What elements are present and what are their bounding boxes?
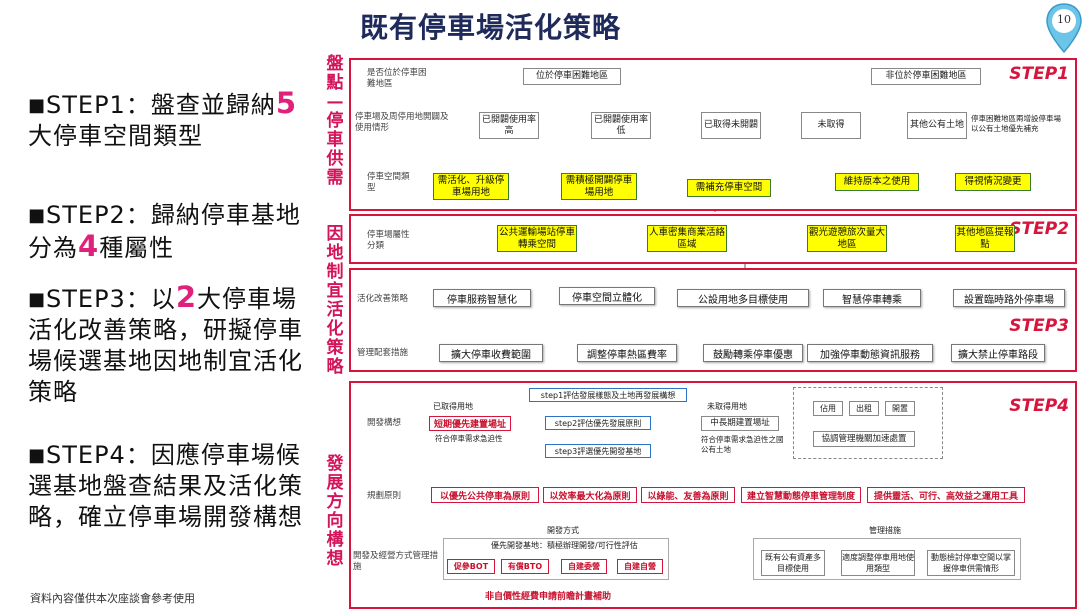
strategy-vertical: 停車空間立體化 xyxy=(559,287,655,305)
measure-no-parking: 擴大禁止停車路段 xyxy=(951,344,1045,362)
row-label-strategy: 活化改善策略 xyxy=(357,294,409,304)
dev-method-subtitle: 優先開發基地：積極辦理開發/可行性評估 xyxy=(491,541,638,550)
type-change: 得視情況變更 xyxy=(955,173,1031,191)
measure-info-service: 加強停車動態資訊服務 xyxy=(807,344,933,362)
step3-number: 2 xyxy=(175,280,198,314)
step1-prefix: STEP1：盤查並歸納 xyxy=(46,91,276,119)
dev-bot: 促參BOT xyxy=(447,559,495,574)
acquired-land-label: 已取得用地 xyxy=(433,402,473,411)
measure-transfer-discount: 鼓勵轉乘停車優惠 xyxy=(703,344,803,362)
principle-green: 以綠能、友善為原則 xyxy=(641,487,735,503)
row-label-type: 停車空間類型 xyxy=(367,172,410,193)
step3-text: ■STEP3：以2大停車場活化改善策略，研擬停車場候選基地因地制宜活化策略 xyxy=(28,280,303,407)
step4-prefix: STEP4：因應停車場候選基地盤查結果及活化策略，確立停車場開發構想 xyxy=(28,441,303,531)
principle-flexible-tools: 提供靈活、可行、高效益之運用工具 xyxy=(867,487,1025,503)
row-label-status: 停車場及周停用地開闢及使用情形 xyxy=(355,112,449,133)
step4-label: STEP4 xyxy=(1009,396,1069,416)
in-difficult-area-box: 位於停車困難地區 xyxy=(523,68,621,85)
row-label-attribute: 停車場屬性分類 xyxy=(367,230,410,251)
step1-number: 5 xyxy=(275,86,298,120)
status-public-land: 其他公有土地 xyxy=(907,112,967,139)
step1-suffix: 大停車空間類型 xyxy=(28,122,203,150)
step4-text: ■STEP4：因應停車場候選基地盤查結果及活化策略，確立停車場開發構想 xyxy=(28,441,303,531)
location-pin-icon xyxy=(1046,3,1082,54)
status-low-usage: 已開闢使用率低 xyxy=(591,112,651,139)
measure-fee-range: 擴大停車收費範圍 xyxy=(439,344,543,362)
type-upgrade: 需活化、升級停車場用地 xyxy=(433,173,509,200)
not-in-difficult-area-box: 非位於停車困難地區 xyxy=(871,68,981,85)
dev-method-group xyxy=(443,538,669,580)
status-high-usage: 已開闢使用率高 xyxy=(479,112,539,139)
row-label-concept: 開發構想 xyxy=(367,418,402,428)
row-label-principle: 規劃原則 xyxy=(367,491,402,501)
strategy-transfer: 智慧停車轉乘 xyxy=(823,289,921,307)
step3-label: STEP3 xyxy=(1009,316,1069,336)
status-unacquired: 未取得 xyxy=(801,112,861,139)
row-label-measures: 管理配套措施 xyxy=(357,348,409,358)
eval-step1-box: step1評估發展樣態及土地再發展構想 xyxy=(529,388,687,402)
step1-panel: STEP1 是否位於停車困難地區 停車場及周停用地開闢及使用情形 停車空間類型 … xyxy=(349,58,1077,211)
footer-note: 資料內容僅供本次座談會參考使用 xyxy=(30,592,195,605)
step3-panel: STEP3 活化改善策略 管理配套措施 停車服務智慧化 停車空間立體化 公設用地… xyxy=(349,268,1077,372)
eval-step2-box: step2評估優先發展原則 xyxy=(545,416,651,430)
step2-label: STEP2 xyxy=(1009,219,1069,239)
short-term-site-box: 短期優先建置場址 xyxy=(429,416,511,431)
dev-bto: 有償BTO xyxy=(501,559,549,574)
mgmt-adjust-type: 適度調整停車用地使用類型 xyxy=(841,550,915,576)
strategy-smart: 停車服務智慧化 xyxy=(433,289,531,307)
method-idle: 開置 xyxy=(885,401,915,416)
type-supplement: 需補充停車空間 xyxy=(687,179,771,197)
dev-self-build-outsource: 自建委營 xyxy=(561,559,607,574)
public-land-note: 停車困難地區兩增設停車場以公有土地優先補充 xyxy=(971,114,1061,133)
row-label-operation: 開發及經營方式管理措施 xyxy=(353,551,439,572)
row-label-difficulty: 是否位於停車困難地區 xyxy=(367,68,427,89)
dev-method-title: 開發方式 xyxy=(547,526,579,535)
dev-self-build-self-run: 自建自營 xyxy=(617,559,663,574)
step2-panel: STEP2 停車場屬性分類 公共運輸場站停車轉乘空間 人車密集商業活絡區域 觀光… xyxy=(349,214,1077,264)
type-maintain: 維持原本之使用 xyxy=(835,173,919,191)
step2-suffix: 種屬性 xyxy=(99,234,175,262)
mgmt-title: 管理措施 xyxy=(869,526,901,535)
step2-text: ■STEP2：歸納停車基地分為4種屬性 xyxy=(28,201,301,263)
strategy-multi-use: 公設用地多目標使用 xyxy=(677,289,809,307)
principle-public-first: 以優先公共停車為原則 xyxy=(431,487,539,503)
step2-number: 4 xyxy=(78,229,100,263)
disposal-group xyxy=(793,387,943,459)
measure-fee-rate: 調整停車熱區費率 xyxy=(577,344,677,362)
mgmt-multi-use: 既有公有資產多目標使用 xyxy=(761,550,825,576)
page-title: 既有停車場活化策略 xyxy=(360,11,622,44)
type-develop: 需積極開闢停車場用地 xyxy=(561,173,637,200)
eval-step3-box: step3評選優先開發基地 xyxy=(545,444,651,458)
attr-tourism: 觀光遊憩旅次量大地區 xyxy=(807,225,887,252)
funding-note: 非自價性經費申請前瞻計畫補助 xyxy=(485,592,612,602)
unacquired-land-label: 未取得用地 xyxy=(707,402,747,411)
unacquired-note: 符合停車需求急迫性之國公有土地 xyxy=(701,435,784,454)
attr-transit: 公共運輸場站停車轉乘空間 xyxy=(497,225,577,252)
method-occupy: 佔用 xyxy=(813,401,843,416)
step3-suffix: 大停車場活化改善策略，研擬停車場候選基地因地制宜活化策略 xyxy=(28,285,303,406)
method-rent: 出租 xyxy=(849,401,879,416)
vertical-title-development: 發展方向構想 xyxy=(326,454,344,569)
status-acquired-undeveloped: 已取得未開闢 xyxy=(701,112,761,139)
vertical-title-strategy: 因地制宜活化策略 xyxy=(326,224,344,377)
step4-panel: STEP4 開發構想 規劃原則 開發及經營方式管理措施 已取得用地 短期優先建置… xyxy=(349,381,1077,609)
step2-prefix: STEP2：歸納停車基地分為 xyxy=(28,201,301,262)
page-number: 10 xyxy=(1057,13,1071,26)
principle-efficiency: 以效率最大化為原則 xyxy=(543,487,637,503)
coordinate-agency-box: 協調管理機關加速處置 xyxy=(813,431,915,447)
step1-label: STEP1 xyxy=(1009,64,1069,84)
attr-commercial: 人車密集商業活絡區域 xyxy=(647,225,727,252)
step1-text: ■STEP1：盤查並歸納5大停車空間類型 xyxy=(28,86,298,151)
page-number-badge: 10 xyxy=(1044,2,1084,54)
principle-smart-management: 建立智慧動態停車管理制度 xyxy=(741,487,861,503)
vertical-title-inventory: 盤點—停車供需 xyxy=(326,54,344,188)
mid-long-term-site-box: 中長期建置場址 xyxy=(701,416,779,431)
attr-other: 其他地區提報點 xyxy=(955,225,1015,252)
strategy-temporary: 設置臨時路外停車場 xyxy=(953,289,1065,307)
acquired-note: 符合停車需求急迫性 xyxy=(435,434,503,443)
step3-prefix: STEP3：以 xyxy=(46,285,176,313)
mgmt-dynamic-review: 動態檢討停車空間以掌握停車供需情形 xyxy=(927,550,1015,576)
mgmt-group xyxy=(753,538,1021,580)
